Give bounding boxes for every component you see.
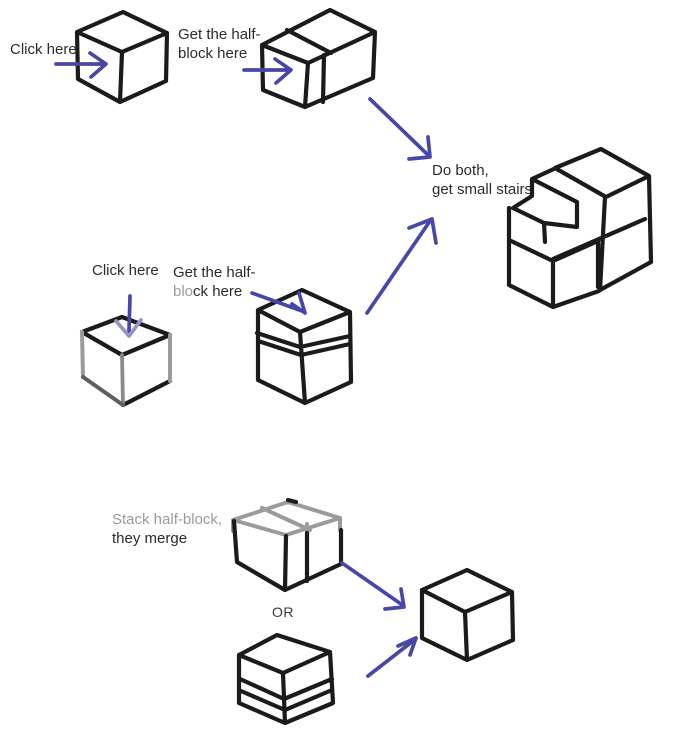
result-stairs-label: Do both, get small stairs (432, 161, 532, 199)
cube-faded-block (79, 314, 173, 408)
mid-get-halfblock-rest-text: ck here (193, 283, 243, 300)
top-click-label: Click here (10, 41, 77, 58)
stack-merge-line2: they merge (112, 530, 188, 547)
stack-merge-line1: Stack half-block, (112, 511, 223, 528)
mid-get-halfblock-line2: block here (173, 282, 256, 301)
result-stairs-line1: Do both, (432, 162, 489, 179)
arrow-right-icon (54, 51, 108, 79)
arrow-down-icon (114, 294, 143, 338)
arrow-down-right-icon (368, 97, 432, 161)
cube-full-block (74, 9, 170, 105)
block-with-vertical-halfblock (259, 7, 378, 110)
mid-get-halfblock-label: Get the half- block here (173, 263, 256, 301)
arrow-down-right-icon (250, 291, 307, 315)
stacked-vertical-halves-block (231, 497, 344, 593)
top-get-halfblock-label: Get the half- block here (178, 25, 261, 63)
small-stairs-drawing (506, 146, 654, 310)
arrow-up-right-icon (365, 217, 438, 315)
top-get-halfblock-line2: block here (178, 45, 248, 62)
result-stairs-line2: get small stairs (432, 181, 533, 198)
top-get-halfblock-line1: Get the half- (178, 26, 261, 43)
block-with-horizontal-halfblock (254, 287, 354, 406)
stack-merge-label: Stack half-block, they merge (112, 510, 222, 548)
stacked-horizontal-halves-block (236, 632, 336, 726)
mid-click-label: Click here (92, 262, 159, 279)
arrow-right-icon (242, 57, 293, 85)
mid-get-halfblock-line1: Get the half- (173, 264, 256, 281)
mid-get-halfblock-faded-text: blo (173, 283, 194, 300)
merged-cube-result (419, 567, 516, 663)
arrow-up-right-icon (366, 636, 418, 678)
arrow-down-right-icon (340, 561, 406, 611)
or-label: OR (272, 604, 294, 620)
